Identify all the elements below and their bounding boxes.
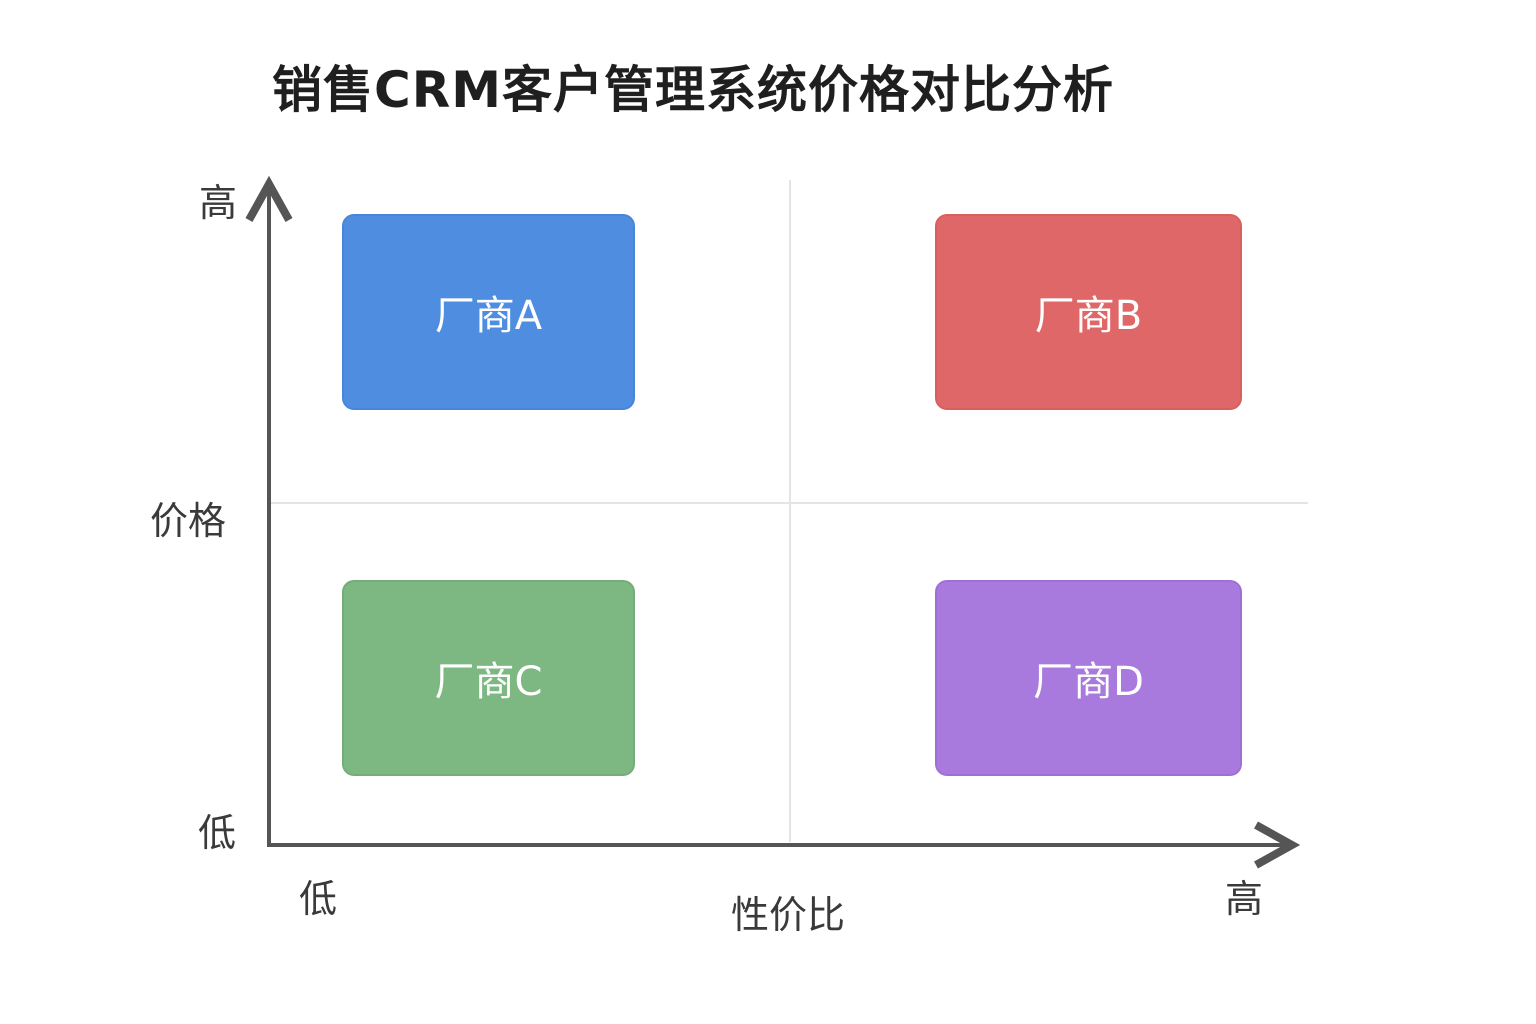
y-axis-title: 价格 xyxy=(150,499,227,543)
vendor-a-box: 厂商A xyxy=(342,214,635,410)
vendor-b-label: 厂商B xyxy=(1034,293,1143,339)
vendor-c-box: 厂商C xyxy=(342,580,635,776)
x-axis-title: 性价比 xyxy=(731,893,846,937)
vendor-a-label: 厂商A xyxy=(434,293,543,339)
x-axis-high-label: 高 xyxy=(1225,877,1264,921)
vendor-b-box: 厂商B xyxy=(935,214,1242,410)
x-axis-low-label: 低 xyxy=(299,877,338,921)
vendor-c-label: 厂商C xyxy=(434,659,543,705)
y-axis-high-label: 高 xyxy=(199,181,238,225)
vendor-d-label: 厂商D xyxy=(1033,659,1144,705)
y-axis-low-label: 低 xyxy=(198,811,237,855)
diagram-title: 销售CRM客户管理系统价格对比分析 xyxy=(272,61,1114,119)
vendor-d-box: 厂商D xyxy=(935,580,1242,776)
